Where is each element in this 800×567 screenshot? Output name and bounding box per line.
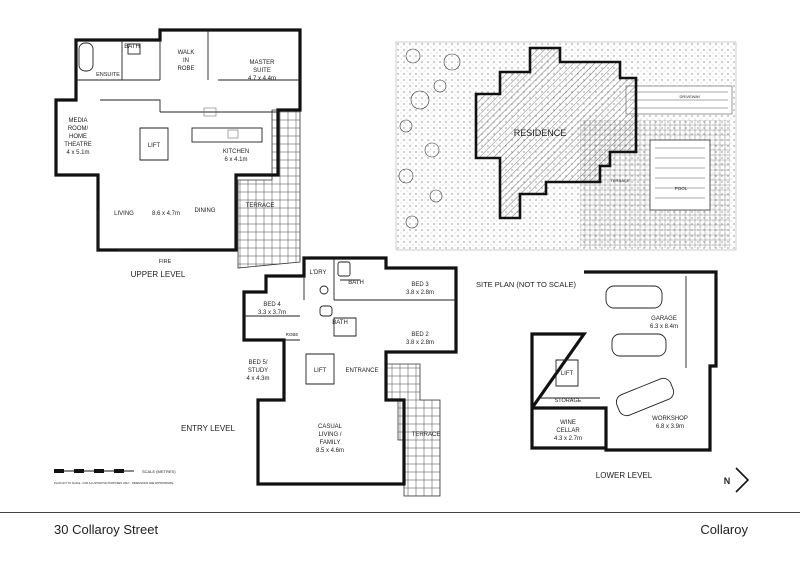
entry-level-title: ENTRY LEVEL	[181, 424, 236, 433]
bed3-label: BED 3	[411, 282, 429, 288]
upper-bath-label: BATH	[124, 44, 140, 50]
bed4-size: 3.3 x 3.7m	[258, 310, 286, 316]
upper-lift-label: LIFT	[148, 143, 161, 149]
bed5-label-1: BED 5/	[248, 360, 267, 366]
wine-cellar-label-2: CELLAR	[556, 428, 580, 434]
wine-cellar-label-1: WINE	[560, 420, 576, 426]
upper-terrace-label: TERRACE	[246, 203, 275, 209]
address-text: 30 Collaroy Street	[54, 522, 159, 537]
walk-in-robe-label-3: ROBE	[177, 66, 194, 72]
ldry-label: L'DRY	[309, 270, 326, 276]
garage-size: 6.3 x 8.4m	[650, 324, 678, 330]
entry-level-plan	[242, 256, 458, 497]
casual-size: 8.5 x 4.6m	[316, 448, 344, 454]
walk-in-robe-label-2: IN	[183, 58, 189, 64]
scale-label: SCALE (METRES)	[142, 469, 176, 474]
lower-lift-label: LIFT	[561, 371, 574, 377]
driveway-label: DRIVEWAY	[680, 94, 701, 99]
living-size: 8.6 x 4.7m	[152, 211, 180, 217]
ensuite-label: ENSUITE	[96, 72, 120, 78]
scale-bar	[54, 469, 134, 473]
fire-label: FIRE	[159, 259, 172, 265]
robe-label: ROBE	[286, 332, 299, 337]
north-arrow-icon	[735, 467, 750, 493]
dining-label: DINING	[195, 208, 216, 214]
media-room-label-1: MEDIA	[68, 118, 87, 124]
walk-in-robe-label-1: WALK	[178, 50, 195, 56]
suburb-text: Collaroy	[700, 522, 748, 537]
kitchen-label: KITCHEN	[223, 149, 249, 155]
site-plan	[395, 41, 737, 251]
lower-level-plan	[530, 270, 718, 452]
upper-level-title: UPPER LEVEL	[131, 270, 186, 279]
wine-cellar-size: 4.3 x 2.7m	[554, 436, 582, 442]
storage-label: STORAGE	[555, 398, 582, 404]
entry-lift-label: LIFT	[314, 368, 327, 374]
master-suite-label-2: SUITE	[253, 68, 271, 74]
media-room-label-2: ROOM/	[68, 126, 89, 132]
entry-bath-a-label: BATH	[348, 280, 364, 286]
site-plan-title: SITE PLAN (NOT TO SCALE)	[476, 280, 577, 289]
bed2-label: BED 2	[411, 332, 429, 338]
master-suite-label-1: MASTER	[249, 60, 275, 66]
garage-label: GARAGE	[651, 316, 677, 322]
living-label: LIVING	[114, 211, 134, 217]
bed2-size: 3.8 x 2.8m	[406, 340, 434, 346]
casual-label-1: CASUAL	[318, 424, 343, 430]
lower-level-title: LOWER LEVEL	[596, 471, 653, 480]
bed5-size: 4 x 4.3m	[246, 376, 269, 382]
casual-label-2: LIVING /	[318, 432, 341, 438]
floor-plan-canvas: BATH WALK IN ROBE MASTER SUITE 4.7 x 4.4…	[54, 28, 750, 497]
pool-label: POOL	[675, 186, 688, 191]
scale-note: PLAN NOT TO SCALE - FOR ILLUSTRATIVE PUR…	[54, 481, 174, 485]
bed4-label: BED 4	[263, 302, 281, 308]
workshop-label: WORKSHOP	[652, 416, 688, 422]
entry-terrace-label: TERRACE	[412, 432, 441, 438]
workshop-size: 6.8 x 3.9m	[656, 424, 684, 430]
casual-label-3: FAMILY	[320, 440, 341, 446]
media-room-label-3: HOME	[69, 134, 87, 140]
media-room-label-4: THEATRE	[64, 142, 92, 148]
upper-level-plan	[54, 28, 302, 269]
entrance-label: ENTRANCE	[345, 368, 378, 374]
compass-label: N	[724, 476, 731, 486]
footer-bar: 30 Collaroy Street Collaroy	[0, 512, 800, 567]
entry-bath-b-label: BATH	[332, 320, 348, 326]
kitchen-size: 6 x 4.1m	[224, 157, 247, 163]
site-terrace-label: TERRACE	[610, 178, 629, 183]
master-suite-size: 4.7 x 4.4m	[248, 76, 276, 82]
bed5-label-2: STUDY	[248, 368, 268, 374]
bed3-size: 3.8 x 2.8m	[406, 290, 434, 296]
media-room-size: 4 x 5.1m	[66, 150, 89, 156]
residence-label: RESIDENCE	[514, 128, 567, 138]
